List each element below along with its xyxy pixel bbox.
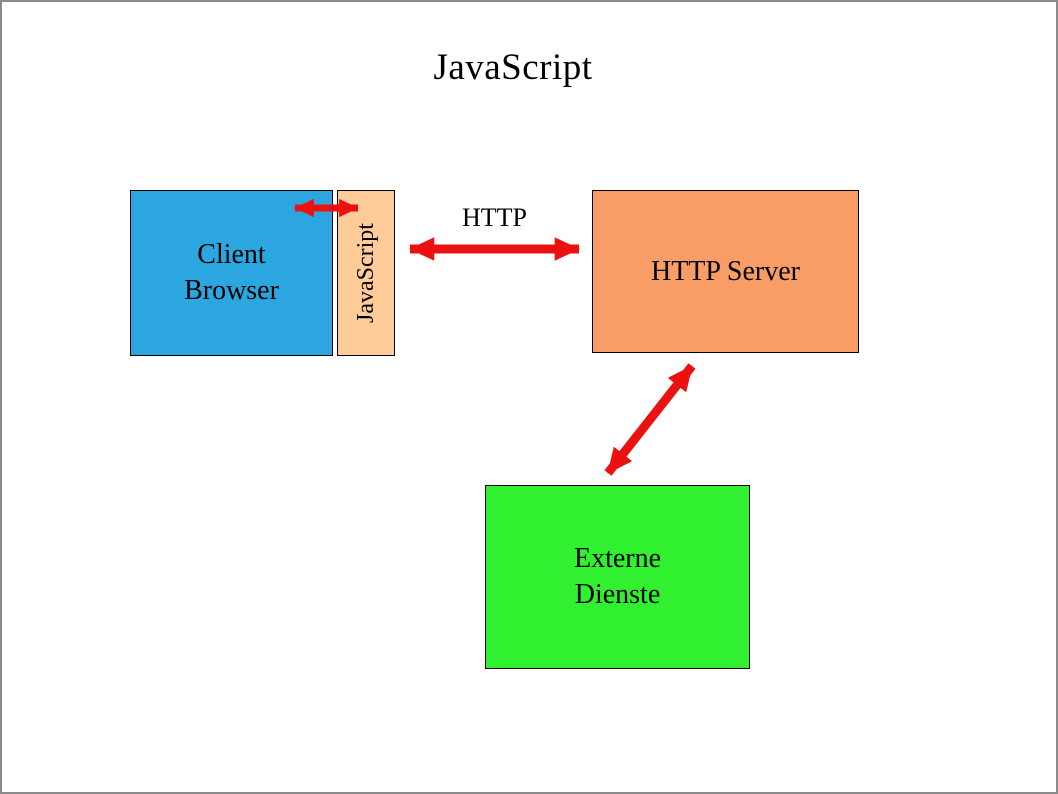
client-browser-box: Client Browser: [130, 190, 333, 356]
server-external-arrow: [604, 363, 696, 476]
client-browser-label: Client Browser: [184, 239, 279, 306]
http-server-box: HTTP Server: [592, 190, 859, 353]
diagram-title: JavaScript: [433, 47, 593, 88]
http-connection-label: HTTP: [462, 203, 527, 232]
http-server-label: HTTP Server: [650, 255, 801, 287]
javascript-layer-label: JavaScript: [353, 223, 380, 323]
javascript-layer-box: JavaScript: [337, 190, 395, 356]
external-services-label: Externe Dienste: [573, 543, 662, 610]
external-services-box: Externe Dienste: [485, 485, 750, 669]
